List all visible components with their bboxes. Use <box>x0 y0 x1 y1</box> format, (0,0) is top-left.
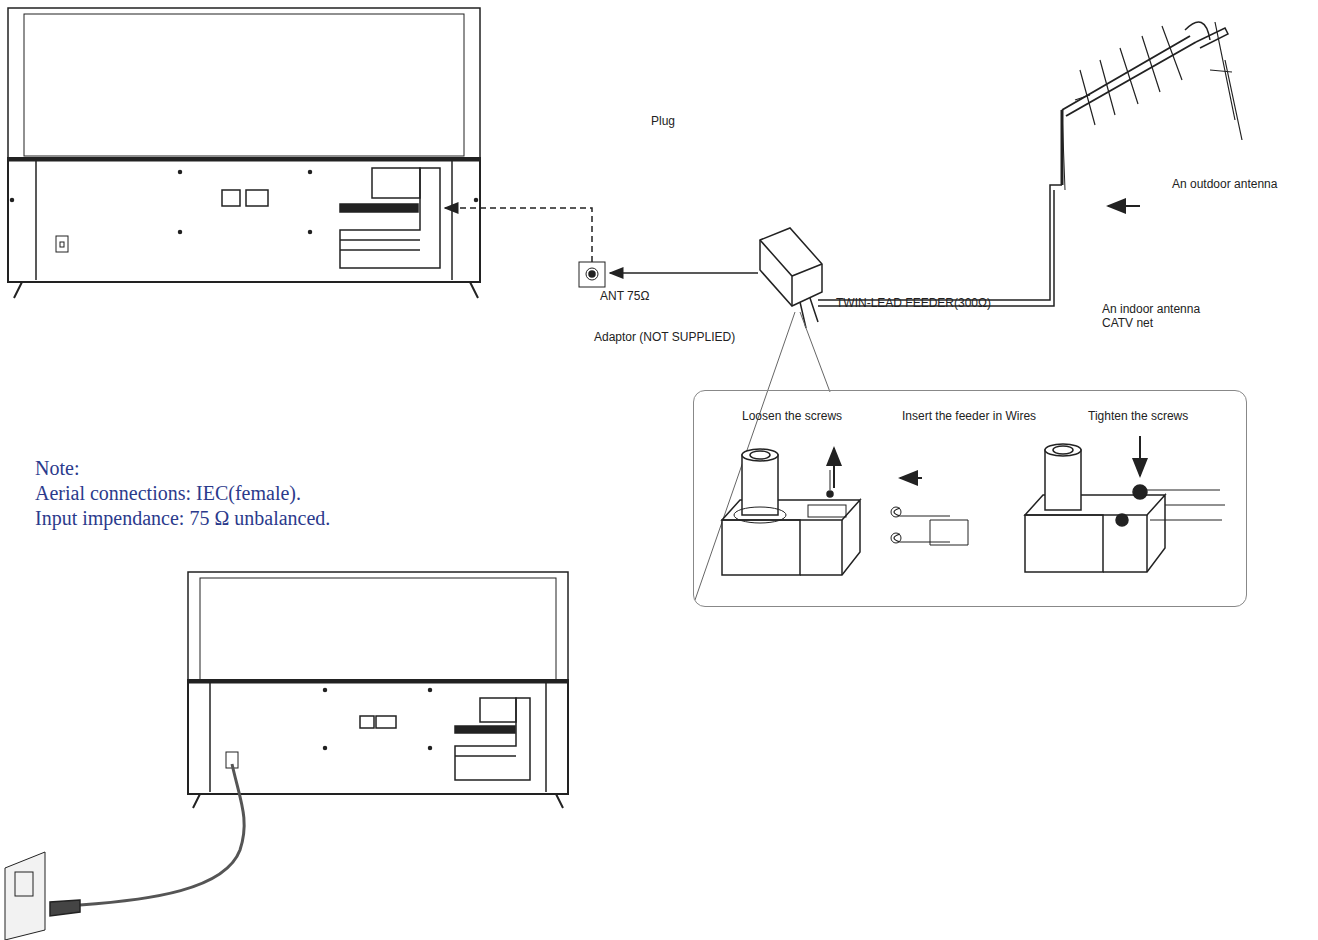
antenna-label: An indoor antenna CATV net <box>1102 302 1222 331</box>
step-label: Tighten the screws <box>1088 409 1188 423</box>
note-heading: Note: <box>35 456 79 480</box>
label-text: Plug <box>651 114 675 128</box>
detail-panel: Loosen the screws Insert the feeder in Wi… <box>693 390 1247 607</box>
port-label: ANT 75Ω <box>600 289 649 303</box>
step-label: Insert the feeder in Wires <box>902 409 1036 423</box>
part-label: Adaptor (NOT SUPPLIED) <box>594 330 735 344</box>
step-label: Loosen the screws <box>742 409 842 423</box>
note-text: Input impendance: 75 Ω unbalanced. <box>35 506 330 530</box>
note-text: Aerial connections: IEC(female). <box>35 481 301 505</box>
cable-label: TWIN-LEAD FEEDER(300Ω) <box>836 296 991 310</box>
antenna-label: An outdoor antenna <box>1172 177 1277 191</box>
